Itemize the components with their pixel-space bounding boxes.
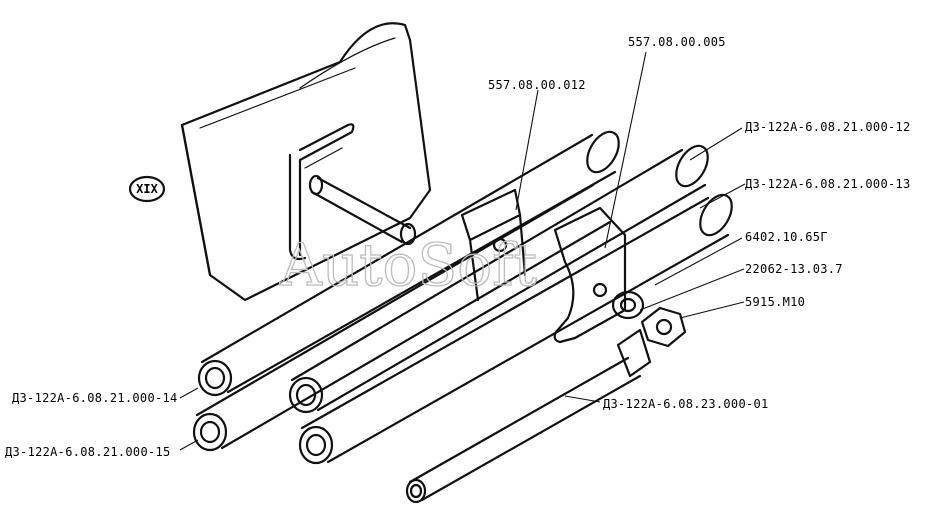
callout-5915-m10: 5915.М10 xyxy=(745,295,805,309)
saddle-clamp xyxy=(553,206,627,344)
callout-22062-13-03-7: 22062-13.03.7 xyxy=(745,262,843,276)
pipe-second xyxy=(192,183,612,452)
view-label: XIX xyxy=(128,175,166,203)
callout-dz-21-000-13: ДЗ-122А-6.08.21.000-13 xyxy=(745,177,911,191)
washer-and-nut xyxy=(611,290,687,348)
clamp-loop xyxy=(288,123,355,261)
callout-dz-21-000-14: ДЗ-122А-6.08.21.000-14 xyxy=(12,391,178,405)
callout-dz-21-000-12: ДЗ-122А-6.08.21.000-12 xyxy=(745,120,911,134)
pipe-lower xyxy=(298,193,733,465)
mounting-block xyxy=(180,22,432,302)
callout-dz-21-000-15: ДЗ-122А-6.08.21.000-15 xyxy=(5,445,171,459)
callout-dz-23-000-01: ДЗ-122А-6.08.23.000-01 xyxy=(603,397,769,411)
callout-6402-10-65g: 6402.10.65Г xyxy=(745,230,828,244)
callout-557-08-00-005: 557.08.00.005 xyxy=(628,35,726,49)
bolt xyxy=(308,174,417,246)
callout-557-08-00-012: 557.08.00.012 xyxy=(488,78,586,92)
watermark: AutoSoft xyxy=(279,231,537,299)
clamp-plate xyxy=(460,188,527,302)
view-label-text: XIX xyxy=(136,182,158,196)
leader-lines xyxy=(179,51,746,451)
tie-rod xyxy=(405,328,652,504)
